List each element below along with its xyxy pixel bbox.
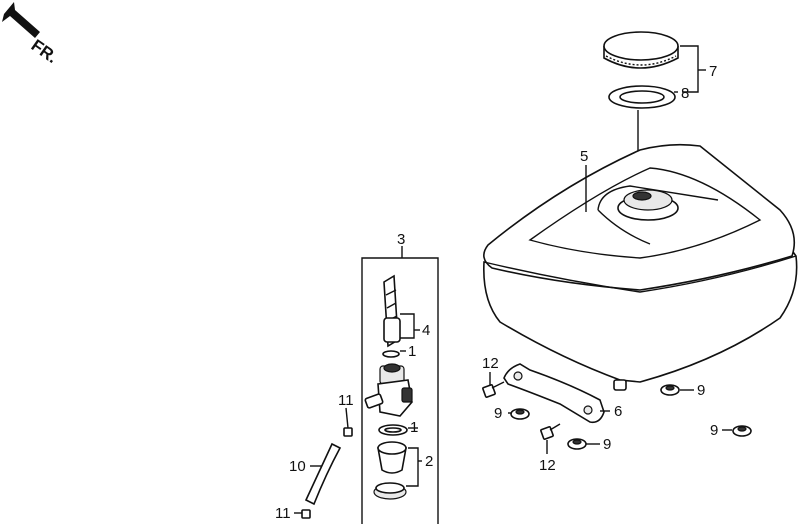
callout-11-upper: 11 — [338, 392, 354, 409]
callout-9-b: 9 — [603, 436, 611, 453]
sediment-cup — [373, 441, 407, 500]
flange-nut-2 — [567, 438, 587, 450]
callout-5: 5 — [580, 148, 588, 165]
callout-7: 7 — [709, 63, 717, 80]
callout-12-upper: 12 — [482, 355, 499, 372]
flange-nut-3 — [660, 384, 680, 396]
fuel-strainer — [383, 274, 401, 348]
flange-bolt-lower — [540, 423, 561, 440]
fuel-tube — [304, 442, 342, 506]
callout-8: 8 — [681, 85, 689, 102]
flange-bolt-upper — [482, 381, 505, 398]
flange-nut-1 — [510, 408, 530, 420]
callout-1-upper: 1 — [408, 343, 416, 360]
callout-9-c: 9 — [697, 382, 705, 399]
callout-2: 2 — [425, 453, 433, 470]
cap-gasket — [608, 85, 676, 109]
front-arrow-icon — [2, 2, 40, 38]
callout-9-a: 9 — [494, 405, 502, 422]
callout-1-lower: 1 — [410, 419, 418, 436]
callout-6: 6 — [614, 403, 622, 420]
o-ring-upper — [382, 350, 400, 358]
fuel-valve-assembly-bracket — [361, 257, 439, 524]
callout-10: 10 — [289, 458, 306, 475]
fuel-tank — [483, 143, 798, 391]
flange-nut-4 — [732, 425, 752, 437]
callout-12-lower: 12 — [539, 457, 556, 474]
callout-4: 4 — [422, 322, 430, 339]
front-label: FR. — [28, 36, 61, 67]
fuel-tank-cap — [603, 31, 679, 69]
callout-9-d: 9 — [710, 422, 718, 439]
callout-3: 3 — [397, 231, 405, 248]
callout-11-lower: 11 — [275, 505, 291, 522]
leader-lines — [294, 45, 732, 514]
tank-mounting-bracket — [503, 363, 605, 424]
fuel-valve-body — [364, 363, 413, 417]
tube-clip-upper — [343, 427, 353, 437]
tube-clip-lower — [301, 509, 311, 519]
front-direction-indicator: FR. — [2, 2, 61, 67]
